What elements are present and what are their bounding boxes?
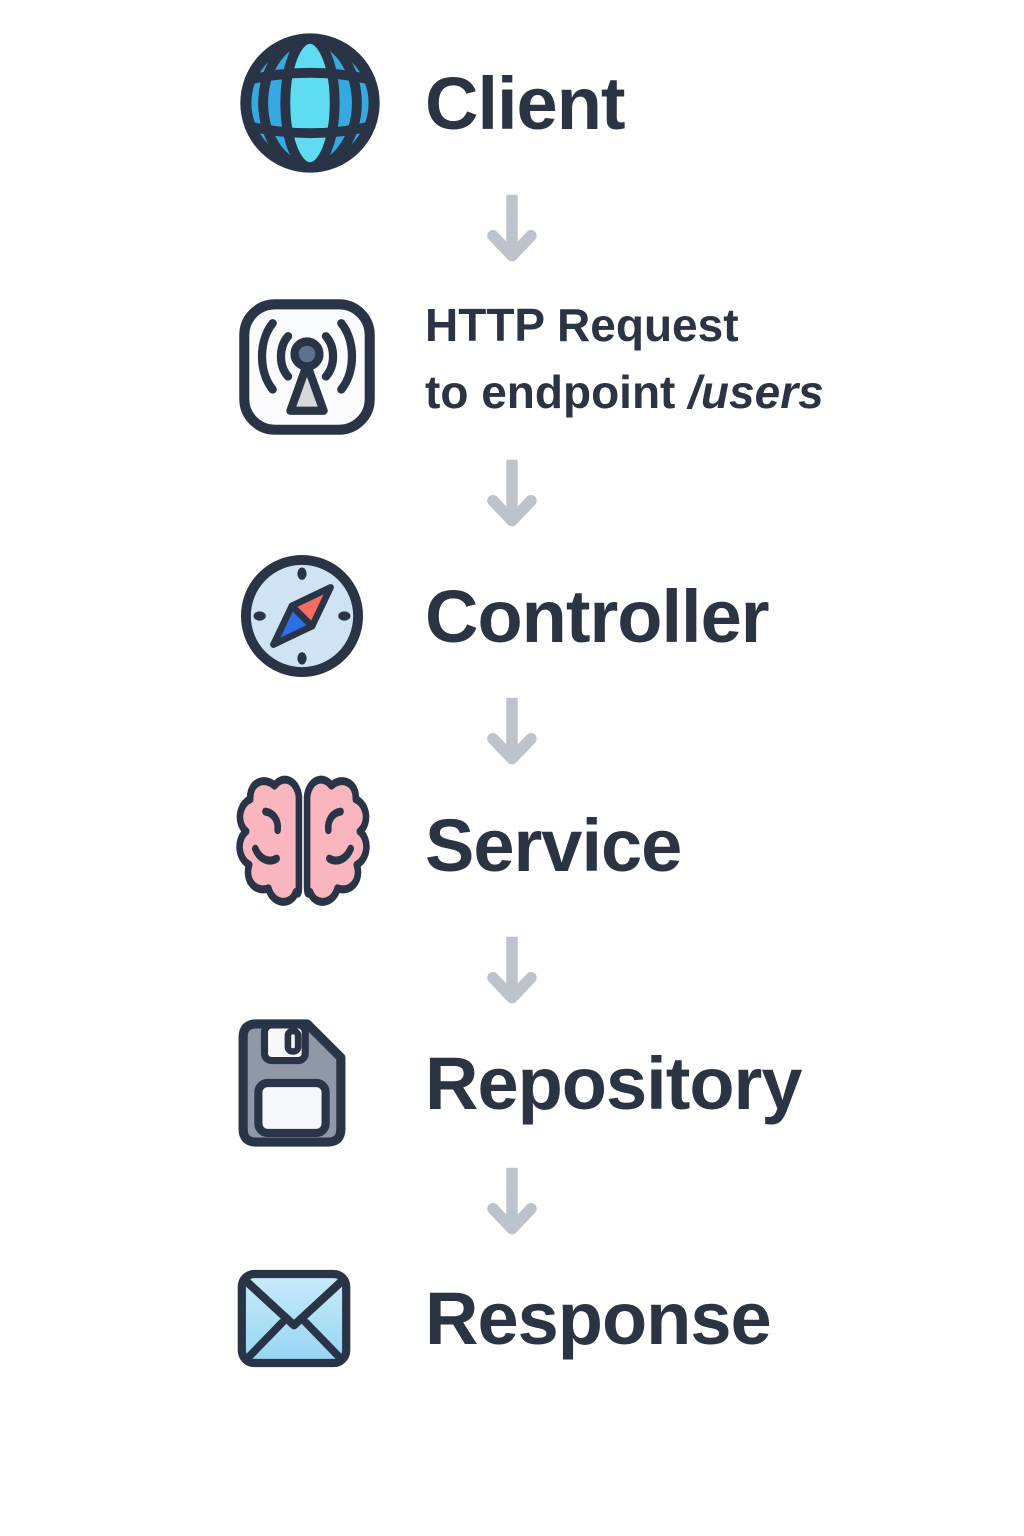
http-request-line1: HTTP Request [425, 298, 739, 351]
http-request-line2: to endpoint /users [425, 365, 824, 418]
client-icon-cell [236, 29, 425, 177]
step-label-response: Response [425, 1276, 772, 1360]
floppy-disk-icon [238, 1019, 346, 1147]
controller-icon-cell [236, 550, 425, 682]
arrow-down-icon [487, 194, 537, 262]
step-label-repository: Repository [425, 1041, 803, 1125]
globe-icon [240, 33, 380, 173]
flow-step-controller: Controller [236, 549, 770, 683]
step-label-controller: Controller [425, 574, 770, 658]
endpoint-path-italic: /users [688, 365, 824, 418]
flow-step-client: Client [236, 28, 626, 178]
compass-icon [240, 554, 364, 678]
step-label-service: Service [425, 803, 682, 887]
flow-step-response: Response [236, 1266, 772, 1370]
step-label-http-request: HTTP Request to endpoint /users [425, 292, 824, 426]
flow-step-http-request: HTTP Request to endpoint /users [236, 293, 824, 440]
repository-icon-cell [236, 1016, 425, 1150]
brain-icon [236, 772, 370, 918]
service-icon-cell [236, 772, 425, 918]
flow-step-service: Service [236, 772, 682, 918]
http-request-icon-cell [236, 296, 425, 438]
arrow-down-icon [487, 697, 537, 765]
response-icon-cell [236, 1268, 425, 1369]
arrow-down-icon [487, 936, 537, 1004]
envelope-icon [237, 1269, 351, 1367]
step-label-client: Client [425, 61, 626, 145]
arrow-down-icon [487, 1167, 537, 1235]
arrow-down-icon [487, 459, 537, 527]
radio-tower-icon [239, 298, 375, 435]
flow-step-repository: Repository [236, 1016, 803, 1150]
